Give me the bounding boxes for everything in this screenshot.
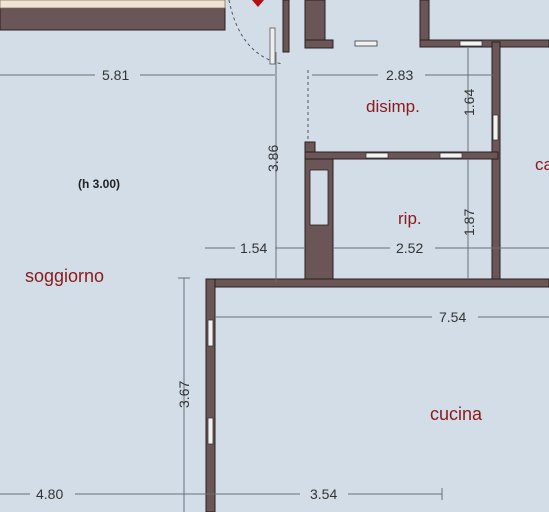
dim-hall-depth: 1.64 bbox=[461, 89, 477, 116]
room-label-living: soggiorno bbox=[25, 266, 104, 286]
wall-hall-top bbox=[419, 39, 549, 48]
wall-top-stub bbox=[419, 0, 430, 47]
wall-door-jamb bbox=[282, 0, 290, 53]
wall-niche bbox=[309, 169, 329, 226]
dim-kitchen-width: 7.54 bbox=[439, 309, 466, 325]
ceiling-height-note: (h 3.00) bbox=[78, 177, 120, 191]
dimension-lines bbox=[0, 48, 549, 512]
window-hall-top-1 bbox=[354, 40, 378, 47]
balcony-hatch bbox=[0, 0, 226, 9]
dim-hall-width: 2.83 bbox=[386, 67, 413, 83]
wall-hall-storage bbox=[304, 151, 499, 160]
room-label-partial: ca bbox=[535, 155, 549, 174]
entrance-door-leaf bbox=[269, 27, 276, 65]
dim-storage-width: 2.52 bbox=[396, 240, 423, 256]
wall-kitchen-top bbox=[205, 278, 549, 288]
wall-hall-right bbox=[491, 41, 501, 281]
entrance-arrow-icon bbox=[252, 0, 264, 7]
wall-top-mid bbox=[304, 0, 326, 43]
wall-top-mid-2 bbox=[304, 39, 334, 49]
dim-living-height: 3.86 bbox=[265, 145, 281, 172]
dim-bottom-mid: 3.54 bbox=[310, 486, 337, 502]
window-storage-1 bbox=[365, 152, 389, 159]
dim-living-width: 5.81 bbox=[102, 67, 129, 83]
dim-left-seg: 1.54 bbox=[240, 240, 267, 256]
window-kitchen-left-2 bbox=[207, 417, 214, 445]
room-label-storage: rip. bbox=[398, 209, 422, 228]
window-hall-right bbox=[492, 114, 499, 141]
window-hall-top-2 bbox=[459, 40, 483, 47]
dim-kitchen-height: 3.67 bbox=[176, 381, 192, 408]
dim-storage-depth: 1.87 bbox=[461, 209, 477, 236]
wall-top-left bbox=[0, 7, 226, 31]
room-label-kitchen: cucina bbox=[430, 404, 483, 424]
window-kitchen-left-1 bbox=[207, 319, 214, 347]
openings bbox=[207, 0, 499, 445]
dim-bottom-left: 4.80 bbox=[36, 486, 63, 502]
wall-kitchen-left bbox=[205, 278, 216, 512]
room-label-hall: disimp. bbox=[366, 97, 420, 116]
window-storage-2 bbox=[439, 152, 463, 159]
